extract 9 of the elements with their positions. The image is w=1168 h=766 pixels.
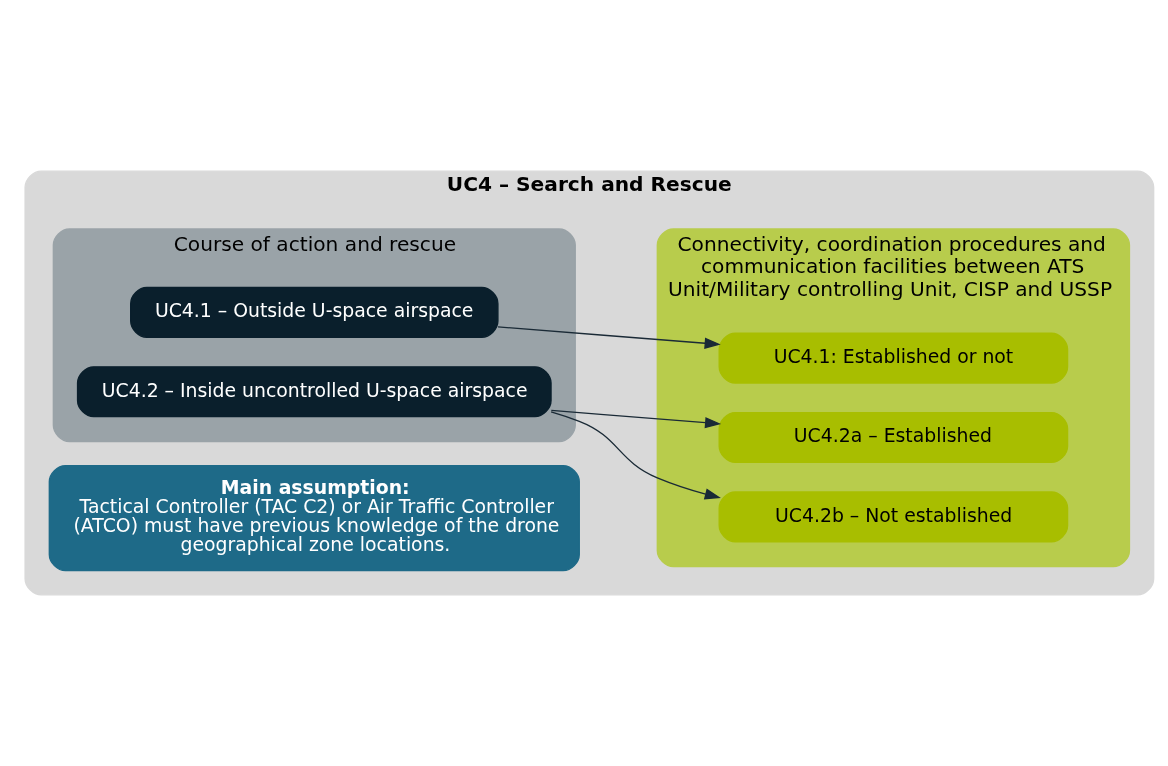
node-box: UC4.1 – Outside U-space airspace [130,286,499,338]
node-box: Main assumption: Tactical Controller (TAC C2) or Air Traffic Controller (ATCO) must have previous knowledge of the drone geographical zone locations. [48,465,580,572]
node-box: UC4.2 – Inside uncontrolled U-space airspace [76,366,552,418]
arrow [497,326,721,349]
arrow [550,409,722,429]
node-box: UC4.2a – Established [718,411,1069,464]
node-box: UC4.1: Established or not [718,332,1069,384]
node-box: UC4.2b – Not established [718,491,1069,543]
arrow [550,411,721,500]
